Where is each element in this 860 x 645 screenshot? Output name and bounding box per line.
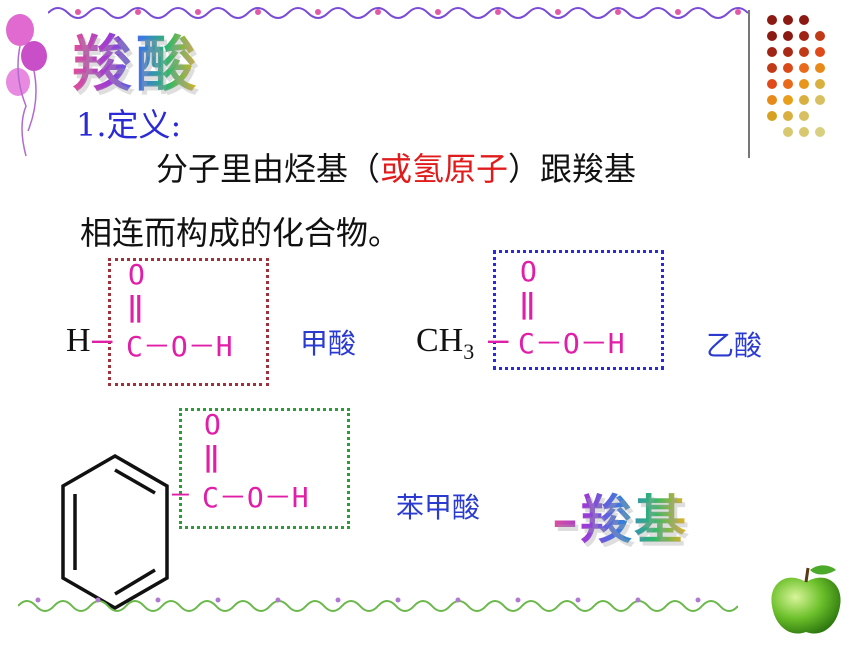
benzoic-o-top: O xyxy=(204,408,221,441)
acetic-chain: C－O－H xyxy=(518,327,625,360)
divider-line xyxy=(748,10,750,158)
acetic-ch3-prefix: CH3 xyxy=(416,322,474,365)
formic-acid-name: 甲酸 xyxy=(300,327,357,360)
formic-chain: C－O－H xyxy=(126,330,233,363)
formic-carboxyl-box xyxy=(108,258,269,386)
acetic-subscript: 3 xyxy=(463,338,475,364)
balloons-decoration xyxy=(6,14,47,157)
page-title: 羧酸 xyxy=(72,16,200,103)
acetic-bond-left: – xyxy=(488,320,509,360)
benzene-ring xyxy=(61,453,169,611)
benzoic-acid-name: 苯甲酸 xyxy=(396,491,481,524)
benzoic-chain: C－O－H xyxy=(202,481,309,514)
formic-bond-left: – xyxy=(92,320,113,360)
dot-grid-decoration xyxy=(767,15,825,137)
acetic-o-top: O xyxy=(520,255,537,288)
acetic-carboxyl-box xyxy=(493,250,664,370)
bottom-garland-decoration xyxy=(18,597,738,612)
benzoic-carboxyl-box xyxy=(179,408,350,529)
definition-text-pre: 分子里由烃基（ xyxy=(156,150,381,188)
definition-text-post: ）跟羧基 xyxy=(508,150,637,188)
top-garland-decoration xyxy=(48,7,748,19)
definition-label: 1.定义: xyxy=(76,106,182,144)
acetic-double-bond: ‖ xyxy=(519,287,536,320)
green-apple-icon xyxy=(771,565,841,634)
definition-line-2: 相连而构成的化合物。 xyxy=(80,214,401,252)
acetic-acid-name: 乙酸 xyxy=(706,329,763,362)
carboxyl-group-label: –羧基 xyxy=(552,478,688,553)
acetic-ch-text: CH xyxy=(416,322,464,359)
definition-line-1: 分子里由烃基（或氢原子）跟羧基 xyxy=(156,144,636,190)
benzoic-bond-left: – xyxy=(172,476,189,509)
formic-h-prefix: H xyxy=(66,322,91,359)
benzoic-double-bond: ‖ xyxy=(203,440,220,473)
formic-o-top: O xyxy=(128,258,145,291)
definition-text-highlight: 或氢原子 xyxy=(380,150,509,188)
formic-double-bond: ‖ xyxy=(127,290,144,323)
